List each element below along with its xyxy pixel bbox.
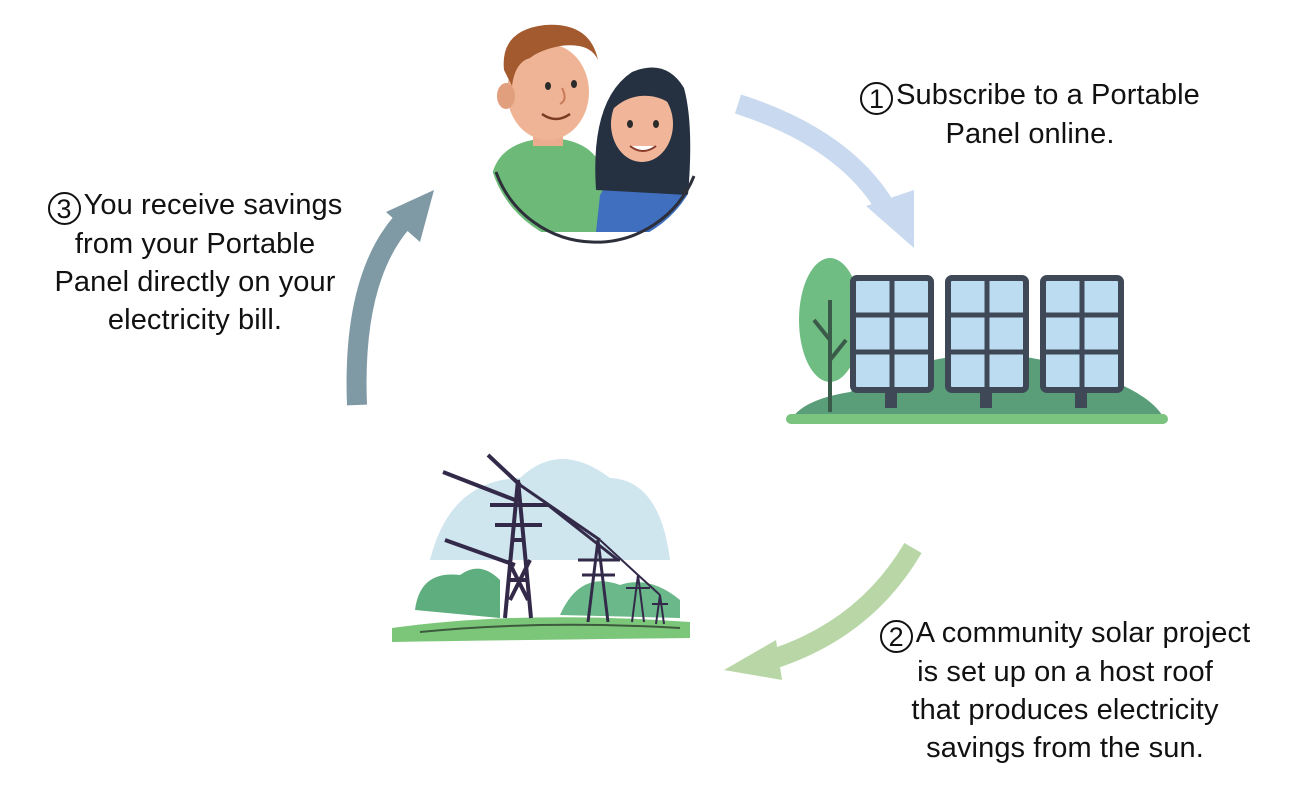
step-2-line-2: is set up on a host roof: [917, 656, 1213, 688]
power-lines-icon: [392, 453, 690, 642]
step-3-number-badge: 3: [47, 192, 81, 225]
arrow-step3-to-step1: [346, 190, 434, 406]
step-2-line-4: savings from the sun.: [926, 732, 1204, 764]
step-1-line-2: Panel online.: [945, 118, 1115, 150]
step-2-number-badge: 2: [879, 620, 913, 653]
step-1-text-1: Subscribe to a Portable: [896, 79, 1200, 111]
step-1-number-badge: 1: [860, 82, 894, 115]
step-3-line-3: Panel directly on your: [54, 266, 336, 298]
arrow-step2-to-step3: [724, 542, 922, 680]
people-icon: [492, 24, 698, 244]
step-2-text-1: A community solar project: [915, 617, 1251, 649]
step-3-line-4: electricity bill.: [107, 304, 283, 336]
arrow-step1-to-step2: [734, 94, 914, 248]
solar-panels-icon: [786, 258, 1168, 424]
step-3-text-1: You receive savings: [83, 189, 343, 221]
step-3-line-2: from your Portable: [74, 228, 316, 260]
step-2-line-3: that produces electricity: [911, 694, 1219, 726]
